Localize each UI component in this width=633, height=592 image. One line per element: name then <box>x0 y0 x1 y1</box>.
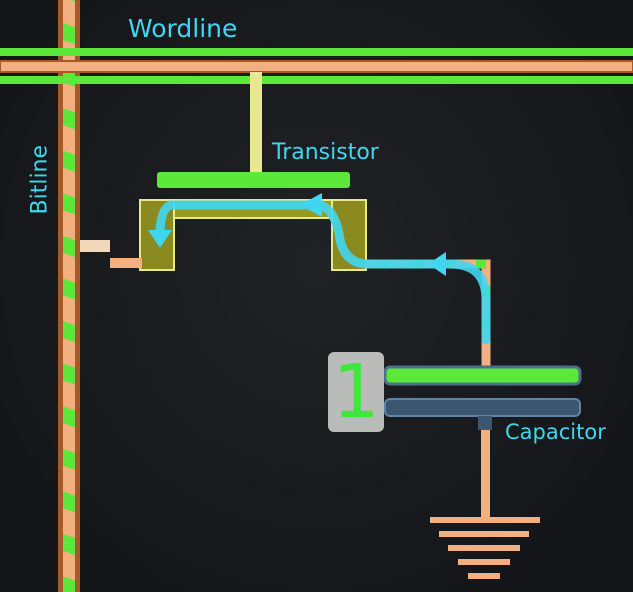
transistor-label: Transistor <box>272 140 379 165</box>
capacitor-top-plate <box>383 365 582 386</box>
source-wire <box>366 259 491 372</box>
drain-wire <box>80 240 110 252</box>
bitline-label: Bitline <box>27 144 53 215</box>
wordline-lower <box>0 76 633 84</box>
ground-wire <box>481 430 490 518</box>
charge-flow-arrow <box>155 200 491 345</box>
wordline-core <box>0 60 633 73</box>
drain-wire-2 <box>110 258 142 268</box>
arrow-head-source <box>300 193 322 217</box>
capacitor-label: Capacitor <box>505 420 606 444</box>
bitline-core <box>63 0 75 592</box>
gate-stem <box>250 72 262 176</box>
transistor-gate <box>157 172 350 188</box>
source-wire-charge <box>380 259 491 340</box>
wordline-upper <box>0 48 633 56</box>
arrow-head-wire <box>428 252 446 276</box>
capacitor-bottom-plate <box>384 398 581 417</box>
capacitor-lead <box>478 416 492 430</box>
capacitor-state-badge: 1 <box>328 352 384 432</box>
ground-icon <box>430 517 540 579</box>
arrow-head-left <box>148 230 172 248</box>
wordline-label: Wordline <box>128 14 238 43</box>
